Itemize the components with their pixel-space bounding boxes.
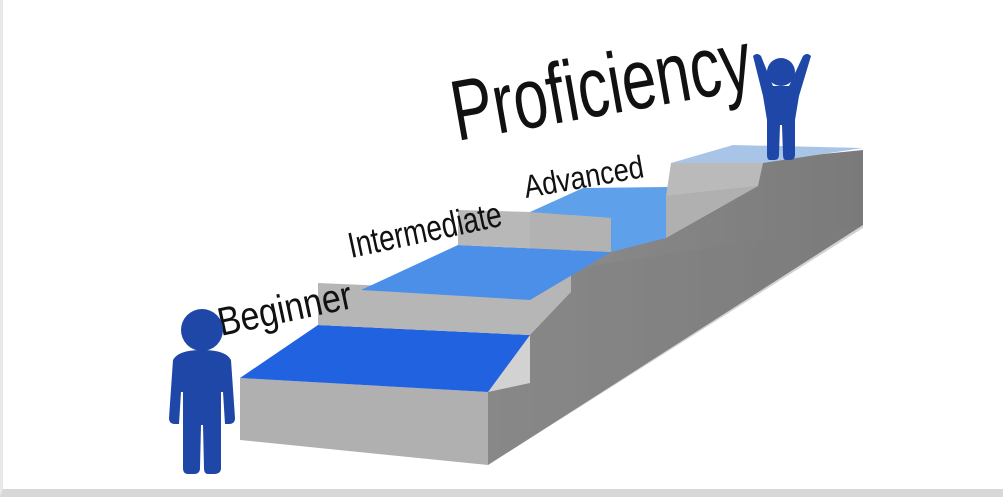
step-3-riser-left (530, 212, 611, 252)
staircase-side-face (488, 150, 863, 465)
staircase-diagram: Beginner Intermediate Advanced Proficien… (169, 11, 863, 474)
step-4-riser-front (666, 186, 758, 238)
step-2-top (361, 245, 611, 300)
level-label-proficiency: Proficiency (443, 11, 758, 159)
step-1-riser (240, 378, 488, 465)
staircase-side-shade (488, 150, 863, 465)
step-1-top (240, 325, 530, 392)
celebrating-person-icon (753, 54, 811, 160)
step-2-riser-upper (318, 252, 571, 335)
step-4-riser (666, 163, 763, 196)
standing-person-icon (169, 309, 235, 474)
